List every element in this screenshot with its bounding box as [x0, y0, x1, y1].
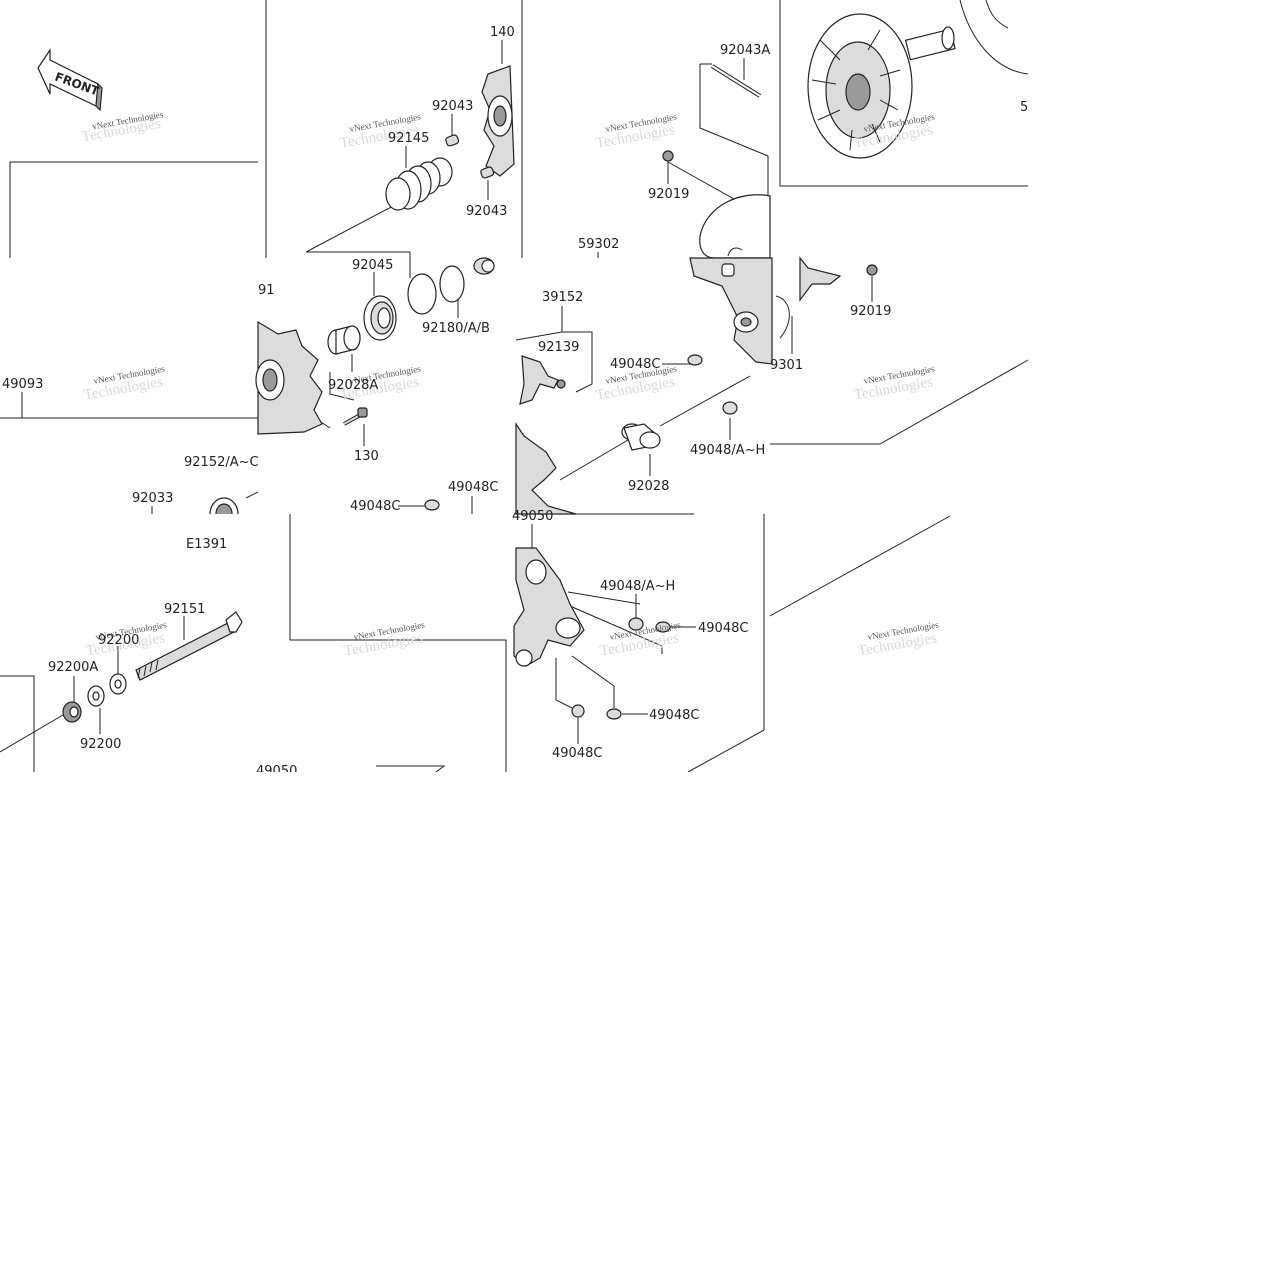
nut-92019-b: [866, 264, 878, 276]
label-92028: 92028: [628, 479, 669, 494]
label-92200A: 92200A: [48, 660, 98, 675]
bearing-92045: [363, 295, 397, 341]
label-92043-bot: 92043: [466, 204, 507, 219]
nut-49048C-e: [606, 708, 622, 720]
bracket-49050: [513, 547, 585, 667]
callout-lines: [0, 0, 1029, 773]
nut-49048C-a: [687, 354, 703, 366]
circlip-92180: [407, 257, 495, 315]
bolt-130: [343, 407, 368, 426]
label-92180: 92180/A/B: [422, 321, 490, 336]
label-49048C-d: 49048C: [698, 621, 748, 636]
nut-49048AH-a: [722, 401, 738, 415]
nut-92019-a: [662, 150, 674, 162]
bracket-fragment: [515, 422, 577, 515]
nut-49048C-f: [571, 704, 585, 718]
lever-9301: [689, 256, 842, 365]
label-49050: 49050: [512, 509, 553, 524]
bolt-92151: [135, 611, 243, 681]
label-92200-a: 92200: [98, 633, 139, 648]
pin-92043-top: [445, 134, 460, 147]
label-92028A: 92028A: [328, 378, 378, 393]
label-49093: 49093: [2, 377, 43, 392]
label-130: 130: [354, 449, 379, 464]
collar-92028A: [327, 325, 361, 355]
label-9301: 9301: [770, 358, 803, 373]
label-92019-b: 92019: [850, 304, 891, 319]
label-92045: 92045: [352, 258, 393, 273]
label-91: 91: [258, 283, 275, 298]
label-140: 140: [490, 25, 515, 40]
label-39152: 39152: [542, 290, 583, 305]
leader-ticks: [73, 40, 873, 744]
drive-pulley-5: [807, 0, 1029, 159]
figure-code: E1391: [186, 537, 227, 552]
label-92019-a: 92019: [648, 187, 689, 202]
cover-59302: [699, 194, 771, 259]
nut-49048C-d: [655, 621, 671, 633]
spring-92145: [385, 157, 453, 211]
front-arrow-icon: FRONT: [37, 48, 103, 112]
shaft-92043A: [710, 64, 762, 98]
label-49048C-c: 49048C: [448, 480, 498, 495]
housing-140: [481, 65, 515, 177]
washer-92200-a: [109, 673, 127, 695]
label-92200-b: 92200: [80, 737, 121, 752]
label-92139: 92139: [538, 340, 579, 355]
arm-92139: [519, 355, 566, 405]
label-49048C-f: 49048C: [552, 746, 602, 761]
label-92145: 92145: [388, 131, 429, 146]
label-49048AH-a: 49048/A~H: [690, 443, 765, 458]
label-92033: 92033: [132, 491, 173, 506]
label-5: 5: [1020, 100, 1028, 115]
label-49048C-e: 49048C: [649, 708, 699, 723]
nut-49048C-b: [424, 499, 440, 511]
nut-49048AH-b: [628, 617, 644, 631]
label-92151: 92151: [164, 602, 205, 617]
housing-91: [255, 320, 323, 435]
pin-92043-bot: [480, 166, 495, 179]
collar-92028: [621, 423, 661, 451]
label-49048C-b: 49048C: [350, 499, 400, 514]
watermarks: Technologies vNext Technologies Technolo…: [81, 109, 940, 660]
label-59302: 59302: [578, 237, 619, 252]
label-92043A: 92043A: [720, 43, 770, 58]
washer-92152: [209, 497, 239, 515]
label-92152: 92152/A~C: [184, 455, 259, 470]
nut-92200A: [62, 701, 82, 723]
part-labels: 140 92043 92145 92043 92043A 92019 5 593…: [2, 25, 1028, 779]
label-49048C-a: 49048C: [610, 357, 660, 372]
label-49048AH-b: 49048/A~H: [600, 579, 675, 594]
washer-92200-b: [87, 685, 105, 707]
label-92043-top: 92043: [432, 99, 473, 114]
